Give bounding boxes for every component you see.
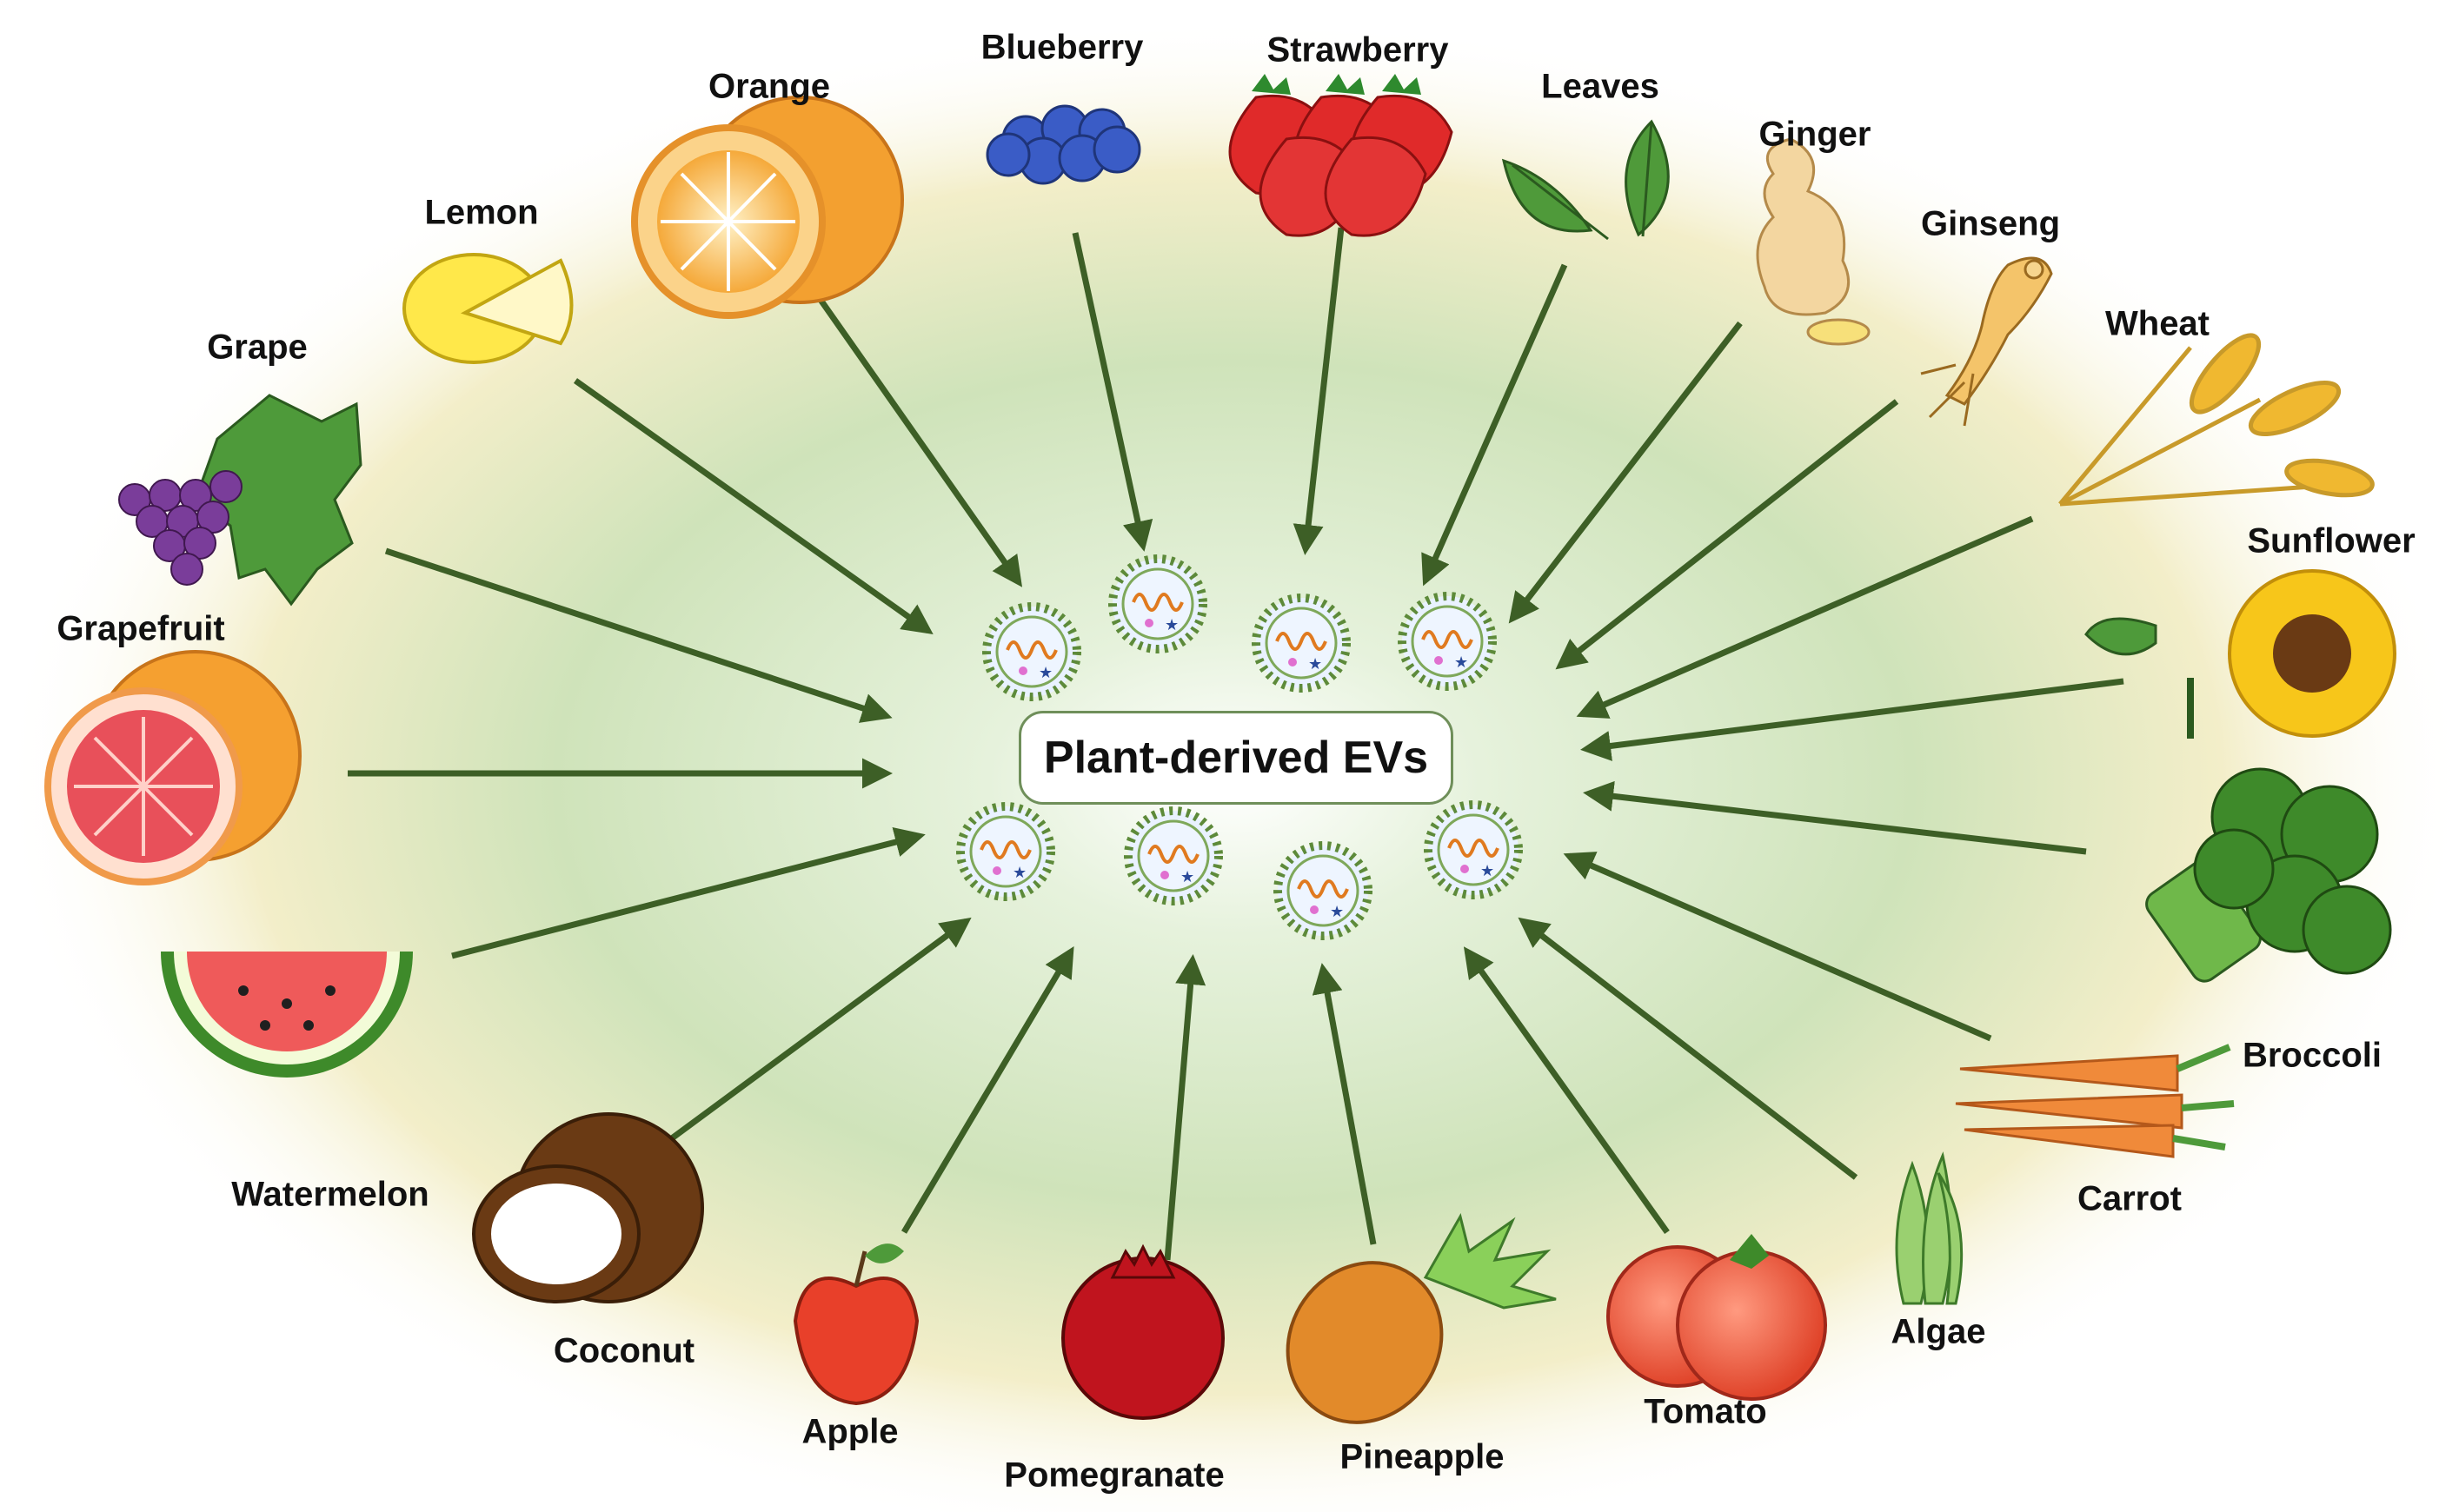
algae-icon xyxy=(1895,1151,1964,1305)
svg-text:★: ★ xyxy=(1013,864,1027,882)
orange-icon xyxy=(631,96,904,319)
svg-text:★: ★ xyxy=(1308,655,1322,673)
grape-icon xyxy=(118,394,362,607)
arrow-algae xyxy=(1518,917,1858,1180)
label-watermelon: Watermelon xyxy=(231,1175,429,1214)
label-grape: Grape xyxy=(207,328,308,367)
arrow-leaves xyxy=(1421,263,1568,587)
svg-text:★: ★ xyxy=(1330,903,1344,921)
label-grapefruit: Grapefruit xyxy=(56,609,225,648)
arrow-ginger xyxy=(1508,321,1743,624)
blueberry-icon xyxy=(986,104,1141,185)
arrow-ginseng xyxy=(1555,399,1899,670)
vesicle: ★ xyxy=(1252,594,1351,693)
vesicle: ★ xyxy=(1108,554,1207,653)
label-broccoli: Broccoli xyxy=(2242,1036,2383,1075)
grapefruit-icon xyxy=(44,650,302,885)
svg-text:★: ★ xyxy=(1454,653,1468,672)
arrow-wheat xyxy=(1576,515,2034,719)
vesicle: ★ xyxy=(956,802,1055,901)
arrow-grape xyxy=(384,547,893,723)
plant-illustrations xyxy=(44,74,2396,1424)
arrow-coconut xyxy=(660,917,972,1148)
svg-text:★: ★ xyxy=(1480,862,1494,880)
strawberry-icon xyxy=(1228,74,1453,237)
label-wheat: Wheat xyxy=(2105,304,2210,343)
arrow-orange xyxy=(806,280,1023,587)
vesicle: ★ xyxy=(1424,800,1523,899)
arrow-carrot xyxy=(1563,852,1992,1042)
wheat-icon xyxy=(2058,333,2375,507)
center-box: Plant-derived EVs xyxy=(1019,711,1453,805)
arrow-tomato xyxy=(1463,946,1670,1235)
arrow-sunflower xyxy=(1580,678,2124,761)
vesicle: ★ xyxy=(1273,841,1372,940)
label-tomato: Tomato xyxy=(1644,1392,1767,1431)
tomato-icon xyxy=(1606,1234,1827,1401)
arrow-lemon xyxy=(573,378,934,635)
svg-text:★: ★ xyxy=(1165,616,1179,634)
arrow-blueberry xyxy=(1072,232,1153,552)
label-sunflower: Sunflower xyxy=(2247,521,2416,560)
label-carrot: Carrot xyxy=(2077,1179,2183,1218)
svg-text:★: ★ xyxy=(1039,664,1053,682)
label-coconut: Coconut xyxy=(553,1331,695,1370)
label-ginger: Ginger xyxy=(1758,115,1871,154)
label-leaves: Leaves xyxy=(1541,67,1659,106)
vesicle-group: ★ ★ ★ ★ xyxy=(956,554,1523,940)
carrot-icon xyxy=(1955,1044,2235,1158)
sunflower-icon xyxy=(2084,569,2396,739)
label-lemon: Lemon xyxy=(424,193,539,232)
label-pineapple: Pineapple xyxy=(1339,1437,1505,1476)
center-title: Plant-derived EVs xyxy=(1043,733,1429,783)
svg-text:★: ★ xyxy=(1180,868,1194,886)
arrow-broccoli xyxy=(1583,780,2087,855)
label-pomegranate: Pomegranate xyxy=(1004,1456,1225,1495)
label-algae: Algae xyxy=(1891,1312,1986,1351)
arrow-strawberry xyxy=(1293,227,1345,555)
arrow-apple xyxy=(901,945,1074,1234)
arrow-group xyxy=(348,227,2124,1261)
ginseng-icon xyxy=(1920,256,2053,427)
apple-icon xyxy=(793,1243,920,1406)
label-apple: Apple xyxy=(801,1412,899,1451)
vesicle: ★ xyxy=(1398,592,1497,691)
arrow-watermelon xyxy=(451,827,926,959)
pomegranate-icon xyxy=(1061,1243,1225,1420)
ginger-icon xyxy=(1756,137,1871,346)
arrow-pomegranate xyxy=(1164,954,1206,1261)
label-strawberry: Strawberry xyxy=(1266,30,1449,70)
vesicle: ★ xyxy=(982,602,1081,701)
vesicle: ★ xyxy=(1124,806,1223,905)
watermelon-icon xyxy=(161,952,413,1078)
label-ginseng: Ginseng xyxy=(1920,204,2061,243)
coconut-icon xyxy=(472,1112,704,1303)
broccoli-icon xyxy=(2145,767,2392,983)
arrow-pineapple xyxy=(1312,963,1377,1245)
label-blueberry: Blueberry xyxy=(980,28,1144,67)
leaves-icon xyxy=(1501,119,1670,241)
pineapple-icon xyxy=(1286,1213,1557,1424)
lemon-icon xyxy=(402,253,574,364)
label-orange: Orange xyxy=(708,67,831,106)
